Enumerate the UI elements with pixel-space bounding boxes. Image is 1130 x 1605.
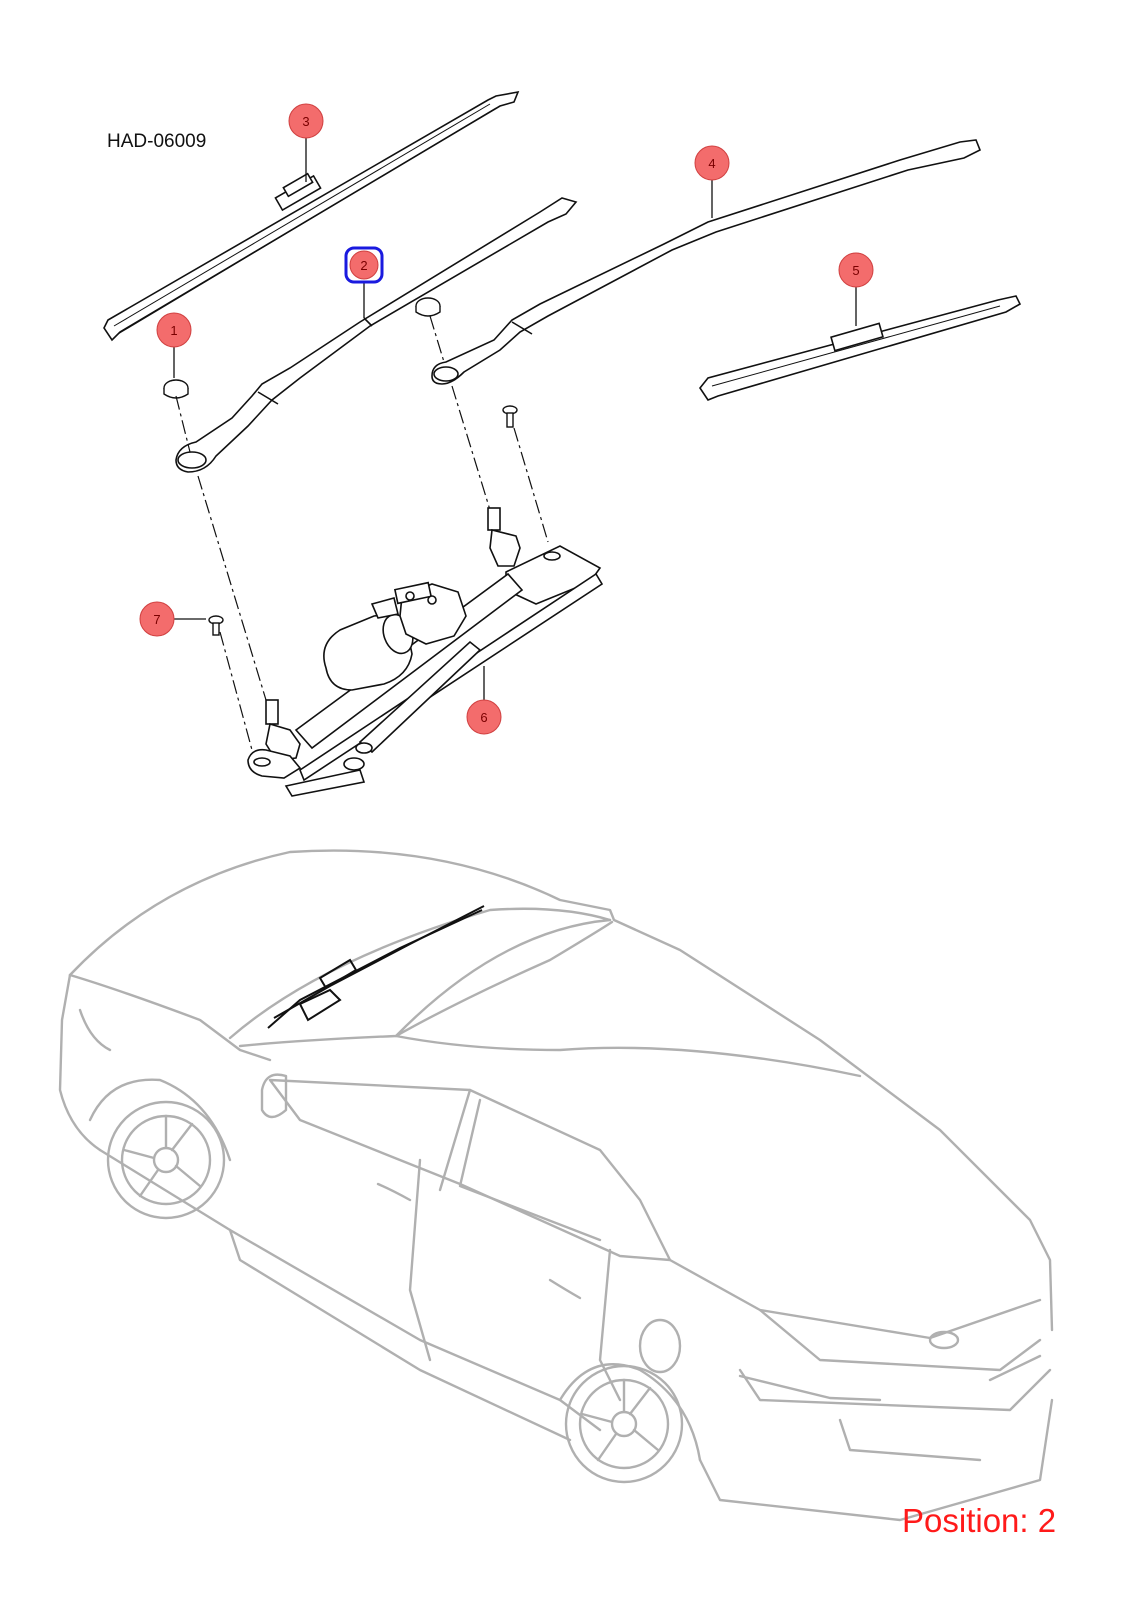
callout-6[interactable]: 6 — [466, 699, 502, 735]
wiper-blade-left — [103, 90, 520, 342]
wiper-blade-right — [699, 295, 1022, 401]
diagram-code: HAD-06009 — [107, 131, 207, 152]
wiper-linkage-motor — [247, 507, 604, 797]
callout-4[interactable]: 4 — [694, 145, 730, 181]
callout-7[interactable]: 7 — [139, 601, 175, 637]
svg-text:6: 6 — [480, 710, 487, 725]
svg-text:7: 7 — [153, 612, 160, 627]
bolt-left — [208, 615, 224, 636]
assembly-guide-lines — [175, 315, 549, 751]
callout-2[interactable]: 2 — [344, 246, 384, 284]
wiper-arm-left — [175, 197, 578, 473]
car-location-view — [58, 849, 1054, 1522]
car-wiper-highlight — [267, 905, 485, 1029]
bolt-right — [502, 405, 518, 428]
callout-leaders — [173, 138, 857, 700]
wiper-arm-right — [431, 139, 982, 385]
callout-1[interactable]: 1 — [156, 312, 192, 348]
svg-text:3: 3 — [302, 114, 309, 129]
svg-text:2: 2 — [360, 258, 367, 273]
callout-5[interactable]: 5 — [838, 252, 874, 288]
callout-3[interactable]: 3 — [288, 103, 324, 139]
pivot-cap-left — [163, 379, 189, 399]
position-label: Position: 2 — [902, 1502, 1057, 1539]
pivot-cap-right — [415, 297, 441, 317]
svg-text:5: 5 — [852, 263, 859, 278]
svg-text:4: 4 — [708, 156, 715, 171]
svg-text:1: 1 — [170, 323, 177, 338]
